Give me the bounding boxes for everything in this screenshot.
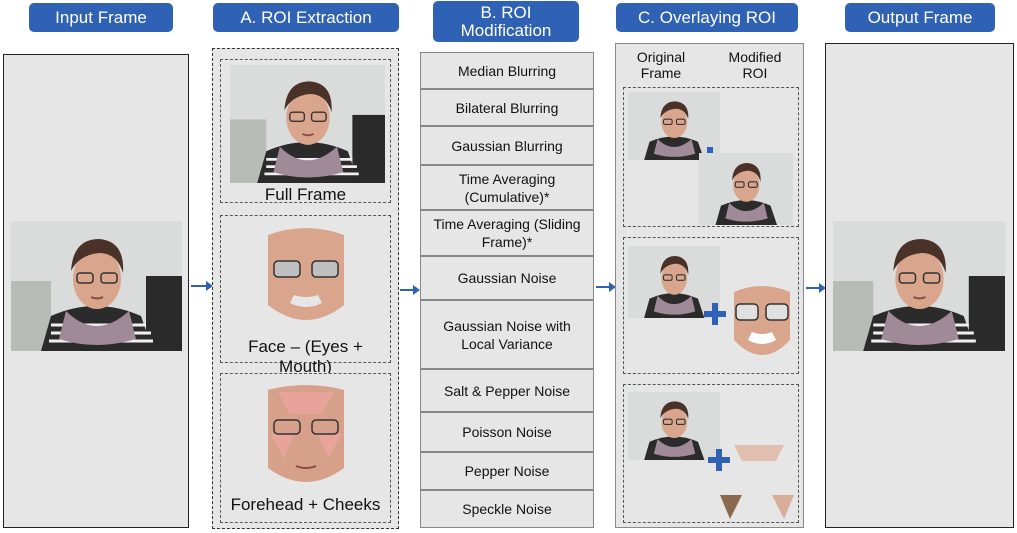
face-roi-image [264, 225, 348, 329]
face-roi-caption: Face – (Eyes + Mouth) [248, 337, 363, 376]
output-frame-panel [825, 43, 1014, 528]
arrow-overlaying-to-output [806, 283, 826, 293]
header-overlaying-roi: C. Overlaying ROI [616, 3, 798, 32]
arrow-modification-to-overlaying [596, 282, 616, 292]
arrow-extraction-to-modification [400, 285, 420, 295]
overlay-right-cheek-patch [772, 495, 794, 519]
overlay-face-mask-image [730, 282, 794, 364]
overlay-fc-original-image [628, 392, 720, 460]
modification-item: Gaussian Blurring [420, 126, 594, 165]
overlay-face-box [623, 237, 799, 374]
input-frame-image [11, 221, 182, 351]
full-frame-image [230, 65, 385, 183]
roi-extraction-panel: Full Frame Face – (Eyes + Mouth) [212, 48, 399, 529]
plus-icon [704, 303, 726, 325]
overlaying-roi-panel: Original Frame Modified ROI [615, 43, 804, 528]
modification-item: Salt & Pepper Noise [420, 369, 594, 412]
input-frame-panel [3, 54, 189, 528]
overlay-face-original-image [628, 246, 720, 318]
modification-item: Speckle Noise [420, 490, 594, 528]
modification-item: Time Averaging (Sliding Frame)* [420, 210, 594, 256]
modification-item: Time Averaging (Cumulative)* [420, 165, 594, 210]
overlay-forehead-cheeks-box [623, 384, 799, 523]
forehead-cheeks-caption: Forehead + Cheeks [230, 495, 381, 514]
header-input-frame: Input Frame [29, 3, 173, 32]
full-frame-box: Full Frame [220, 59, 391, 204]
overlay-left-cheek-patch [720, 495, 742, 519]
original-frame-label: Original Frame [636, 49, 686, 81]
forehead-cheeks-image [264, 384, 348, 488]
header-roi-extraction: A. ROI Extraction [213, 3, 399, 32]
modification-item: Bilateral Blurring [420, 89, 594, 126]
forehead-cheeks-box: Forehead + Cheeks [220, 373, 391, 523]
modification-item: Gaussian Noise [420, 256, 594, 300]
full-frame-caption: Full Frame [264, 185, 347, 204]
face-roi-box: Face – (Eyes + Mouth) [220, 215, 391, 376]
output-frame-image [833, 221, 1005, 351]
header-output-frame: Output Frame [845, 3, 995, 32]
modification-item: Poisson Noise [420, 412, 594, 452]
modification-item: Median Blurring [420, 52, 594, 89]
overlay-modified-roi-image [699, 153, 793, 225]
overlay-full-frame-box [623, 87, 799, 227]
modification-item: Gaussian Noise with Local Variance [420, 300, 594, 369]
modification-item: Pepper Noise [420, 452, 594, 490]
arrow-input-to-extraction [191, 281, 213, 291]
overlay-forehead-patch [734, 445, 784, 461]
overlay-original-frame-image [628, 92, 720, 160]
modified-roi-label: Modified ROI [728, 49, 782, 81]
header-roi-modification: B. ROI Modification [433, 1, 579, 42]
plus-icon [708, 449, 730, 471]
